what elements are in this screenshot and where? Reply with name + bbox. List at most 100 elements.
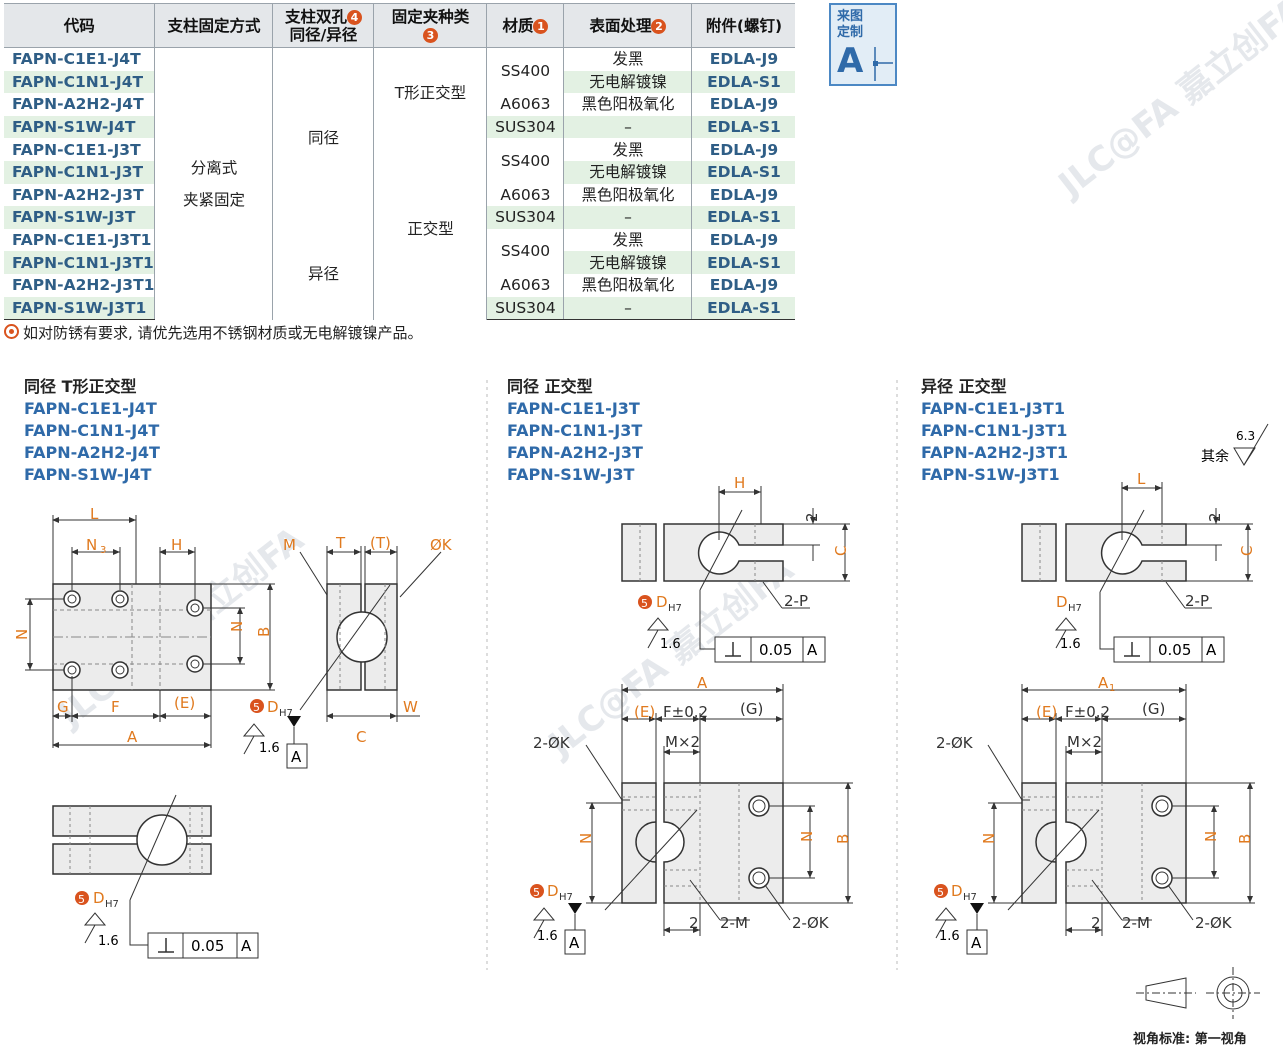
dim-A: A	[697, 674, 708, 692]
marker-5: 5	[641, 597, 648, 610]
dim-E: (E)	[634, 703, 655, 721]
acc-cell: EDLA-S1	[691, 206, 796, 229]
dim-W: W	[403, 698, 418, 716]
code-cell: FAPN-C1N1-J3T1	[4, 251, 156, 274]
dim-G: (G)	[740, 700, 763, 718]
dim-A1-sub: 1	[1109, 683, 1115, 694]
dim-N1: N	[1202, 831, 1220, 842]
model-code: FAPN-C1N1-J3T	[507, 421, 643, 440]
dim-N: N	[980, 833, 998, 844]
roughness-rest: 其余	[1201, 448, 1229, 465]
surface-cell: 无电解镀镍	[563, 160, 693, 184]
dim-G1: (G)	[1142, 700, 1165, 718]
custom-order-badge[interactable]: 来图定制 A	[829, 3, 897, 86]
dim-2K1: 2-ØK	[1195, 914, 1233, 932]
col-holes-l1: 支柱双孔	[284, 7, 347, 26]
dim-2K: 2-ØK	[533, 734, 571, 752]
table-row: FAPN-S1W-J4T SUS304 – EDLA-S1	[4, 115, 796, 139]
dim-D: D	[951, 882, 963, 900]
dim-D: D	[93, 889, 105, 907]
view-standard: 视角标准: 第一视角	[1133, 1032, 1247, 1047]
custom-badge-letter: A	[837, 41, 864, 81]
code-cell: FAPN-C1N1-J3T	[4, 160, 156, 184]
code-cell: FAPN-C1N1-J4T	[4, 70, 156, 94]
material-cell: A6063	[486, 183, 565, 207]
material-cell: SUS304	[486, 115, 565, 139]
dim-A: A	[127, 728, 138, 746]
surface-cell: 黑色阳极氧化	[563, 273, 693, 297]
model-code: FAPN-C1N1-J3T1	[921, 421, 1068, 440]
dim-B: B	[834, 834, 852, 844]
marker-5: 5	[533, 886, 540, 899]
col-material-label: 材质	[502, 16, 534, 35]
dim-2: 2	[1206, 512, 1224, 522]
section-title: 同径 正交型	[507, 377, 593, 396]
code-cell: FAPN-S1W-J3T1	[4, 296, 156, 321]
model-code: FAPN-C1E1-J3T1	[921, 399, 1065, 418]
code-cell: FAPN-S1W-J4T	[4, 115, 156, 139]
table-row: FAPN-S1W-J3T SUS304 – EDLA-S1	[4, 206, 796, 229]
drawing-2-top-view	[621, 509, 784, 591]
dim-D: D	[267, 698, 279, 716]
table-row: FAPN-C1E1-J3T1 异径 SS400 发黑 EDLA-J9	[4, 228, 795, 320]
material-cell: A6063	[486, 93, 565, 116]
badge-line1: 来图	[837, 9, 864, 24]
dim-F: F	[111, 698, 120, 716]
surface-cell: 黑色阳极氧化	[563, 93, 693, 116]
surface-cell: 无电解镀镍	[563, 70, 693, 94]
table-row: FAPN-S1W-J3T1 SUS304 – EDLA-S1	[4, 296, 796, 321]
drawing-1-side-view	[299, 583, 398, 711]
section-3-header: 异径 正交型 FAPN-C1E1-J3T1 FAPN-C1N1-J3T1 FAP…	[921, 376, 1068, 486]
col-acc: 附件(螺钉)	[691, 3, 796, 48]
dim-H: H	[734, 474, 745, 492]
model-code: FAPN-A2H2-J4T	[24, 443, 160, 462]
dim-C: C	[356, 728, 366, 746]
fix-text-2: 夹紧固定	[182, 190, 245, 209]
note-text: 如对防锈有要求, 请优先选用不锈钢材质或无电解镀镍产品。	[23, 324, 423, 342]
acc-cell: EDLA-J9	[709, 140, 779, 159]
model-code: FAPN-S1W-J4T	[24, 465, 152, 484]
dim-2K1: 2-ØK	[792, 914, 830, 932]
dim-2K: 2-ØK	[936, 734, 974, 752]
code-cell: FAPN-C1E1-J3T1	[4, 228, 156, 252]
dim-T-paren: (T)	[370, 534, 391, 552]
dim-DH7: H7	[963, 892, 977, 903]
roughness-value: 6.3	[1236, 429, 1255, 443]
note-icon	[4, 324, 19, 339]
dim-B: B	[1236, 834, 1254, 844]
marker-4: 4	[346, 9, 362, 25]
table-row: FAPN-A2H2-J3T1 A6063 黑色阳极氧化 EDLA-J9	[4, 273, 795, 297]
model-code: FAPN-A2H2-J3T	[507, 443, 643, 462]
dim-2M: 2-M	[720, 914, 748, 932]
dim-2: 2	[803, 512, 821, 522]
dim-E: (E)	[1036, 703, 1057, 721]
datum-label: A	[971, 934, 982, 952]
dim-D: D	[547, 882, 559, 900]
code-cell: FAPN-S1W-J3T	[4, 206, 156, 229]
dim-2P: 2-P	[1185, 592, 1209, 610]
dim-N: N	[577, 833, 595, 844]
marker-1: 1	[533, 18, 549, 34]
table-row: FAPN-C1E1-J3T 正交型 SS400 发黑 EDLA-J9	[4, 138, 795, 320]
dim-2M: 2-M	[1122, 914, 1150, 932]
dim-C: C	[832, 546, 850, 556]
dim-F-pm: F±0.2	[663, 703, 708, 721]
acc-cell: EDLA-J9	[709, 276, 779, 295]
model-code: FAPN-C1E1-J4T	[24, 399, 157, 418]
first-angle-projection-icon	[1136, 967, 1260, 1019]
dim-N1: N	[798, 831, 816, 842]
dim-C1: C	[1238, 546, 1256, 556]
col-code: 代码	[4, 3, 156, 48]
rust-note: 如对防锈有要求, 请优先选用不锈钢材质或无电解镀镍产品。	[4, 322, 423, 343]
dim-N3: N	[86, 536, 97, 554]
dim-M: M	[283, 536, 296, 554]
dim-N1: N	[228, 621, 246, 632]
datum-label: A	[1206, 641, 1217, 659]
